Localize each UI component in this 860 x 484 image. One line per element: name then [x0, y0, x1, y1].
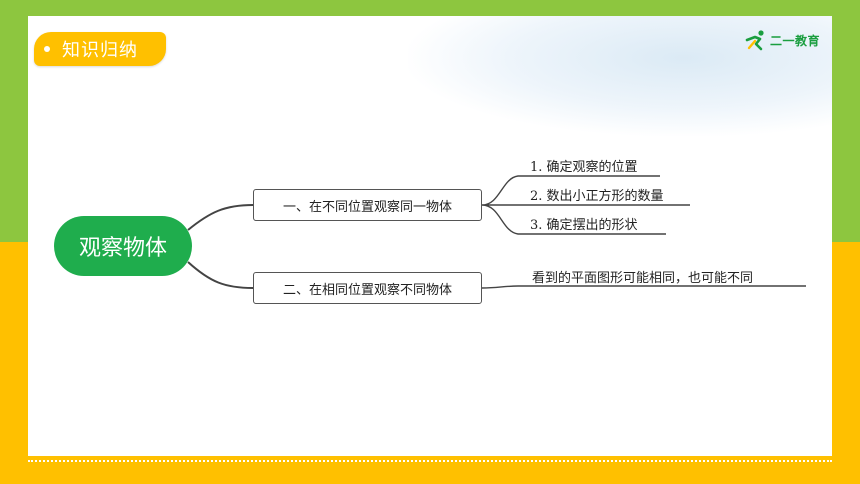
badge-label: 知识归纳 [62, 40, 138, 61]
logo-text: 二一教育 [770, 34, 821, 48]
badge-dot-icon [44, 46, 50, 52]
mindmap-branch-1: 一、在不同位置观察同一物体 [253, 189, 482, 221]
mindmap-branch-2: 二、在相同位置观察不同物体 [253, 272, 482, 304]
branch-1-child-3: 3. 确定摆出的形状 [530, 218, 638, 233]
section-badge: 知识归纳 [34, 32, 166, 66]
branch-1-label: 一、在不同位置观察同一物体 [282, 199, 452, 215]
mindmap-root-node: 观察物体 [54, 216, 192, 276]
connector-root-branch-1 [187, 204, 254, 231]
connector-root-branch-2 [187, 261, 254, 289]
branch-1-child-2: 2. 数出小正方形的数量 [530, 189, 664, 204]
root-label: 观察物体 [78, 236, 167, 261]
connector-branch-2-child [481, 285, 806, 289]
branch-2-child-1: 看到的平面图形可能相同，也可能不同 [532, 271, 754, 286]
cloud-decoration [408, 16, 832, 136]
branch-1-child-1: 1. 确定观察的位置 [530, 160, 638, 175]
connector-branch-1-children [481, 175, 690, 235]
branch-2-label: 二、在相同位置观察不同物体 [282, 282, 452, 298]
dotted-divider [28, 460, 832, 462]
runner-logo-icon [745, 30, 764, 51]
